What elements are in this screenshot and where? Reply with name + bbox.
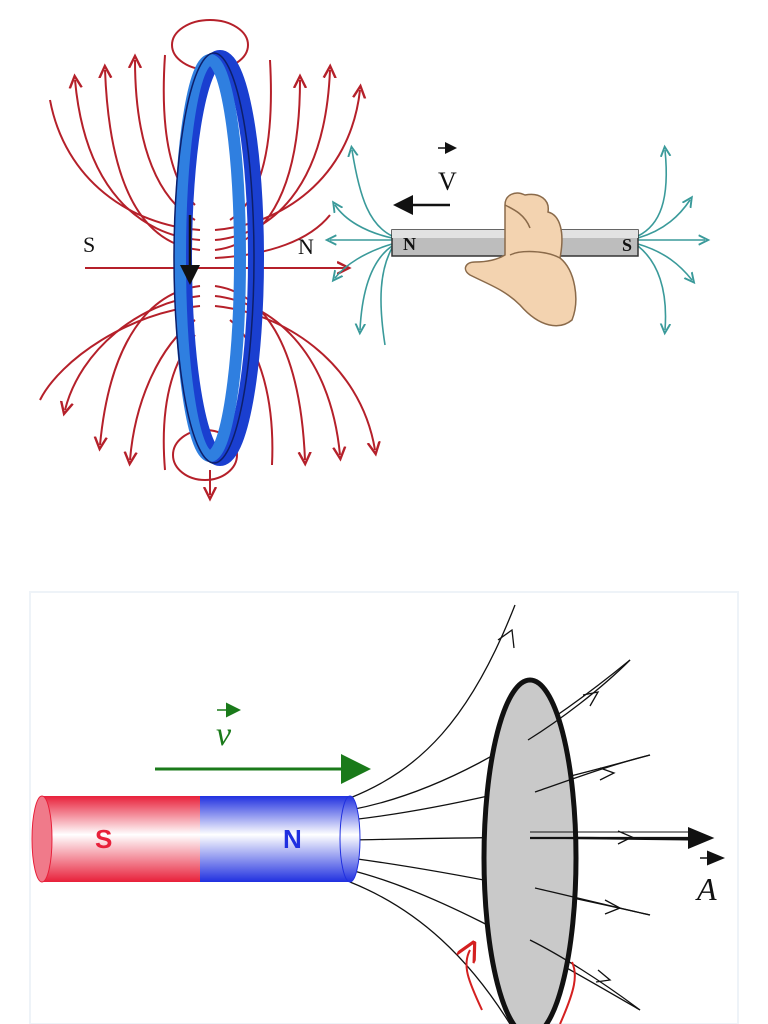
velocity-label-bottom: v [216, 716, 232, 753]
bar-magnet-bottom: S N [31, 795, 361, 883]
magnet-field-lines [330, 150, 705, 346]
field-line [39, 305, 201, 401]
field-line [349, 604, 516, 799]
hand-icon [464, 192, 577, 327]
loop-label-north: N [298, 234, 314, 259]
bottom-diagram: A S N v [0, 570, 768, 1024]
top-diagram: S N N S V [39, 19, 768, 520]
bar-magnet-south-label: S [622, 235, 632, 255]
bar-magnet-north-label: N [403, 234, 416, 254]
magnet-south-half [42, 796, 202, 882]
bottom-diagram-svg: A S N v [29, 591, 739, 1024]
magnet-field-line [352, 150, 393, 237]
magnet-north-half [200, 796, 350, 882]
velocity-label-top: V [438, 167, 457, 196]
field-line [349, 659, 631, 811]
magnet-south-label: S [95, 824, 112, 854]
magnet-field-line [637, 243, 692, 280]
induced-current-arrow-right [559, 961, 576, 1024]
loop-outline [173, 52, 255, 464]
field-line [214, 80, 300, 251]
velocity-indicator-bottom: v [155, 702, 371, 784]
magnet-field-line [335, 205, 393, 239]
magnet-field-line [360, 245, 393, 330]
magnet-field-line [335, 243, 393, 278]
field-line [349, 869, 641, 1011]
field-line [349, 881, 511, 1024]
loop-disk [481, 677, 579, 1024]
induced-current-arrow-left [466, 950, 483, 1011]
magnet-field-line [380, 247, 393, 346]
loop-label-south: S [83, 232, 95, 257]
velocity-indicator-top: V [393, 142, 457, 215]
magnet-field-line [637, 200, 690, 239]
area-vector: A [530, 827, 725, 907]
induced-current [466, 950, 576, 1024]
magnet-field-line [637, 150, 666, 237]
top-diagram-svg: S N N S V [39, 19, 768, 520]
field-line [214, 214, 331, 259]
magnet-field-line [637, 245, 666, 330]
bottom-frame [29, 591, 739, 1024]
field-line [214, 285, 305, 460]
loop-front-edge [174, 54, 246, 462]
magnet-north-label: N [283, 824, 302, 854]
current-loop [173, 50, 264, 466]
area-vector-label: A [695, 871, 717, 907]
